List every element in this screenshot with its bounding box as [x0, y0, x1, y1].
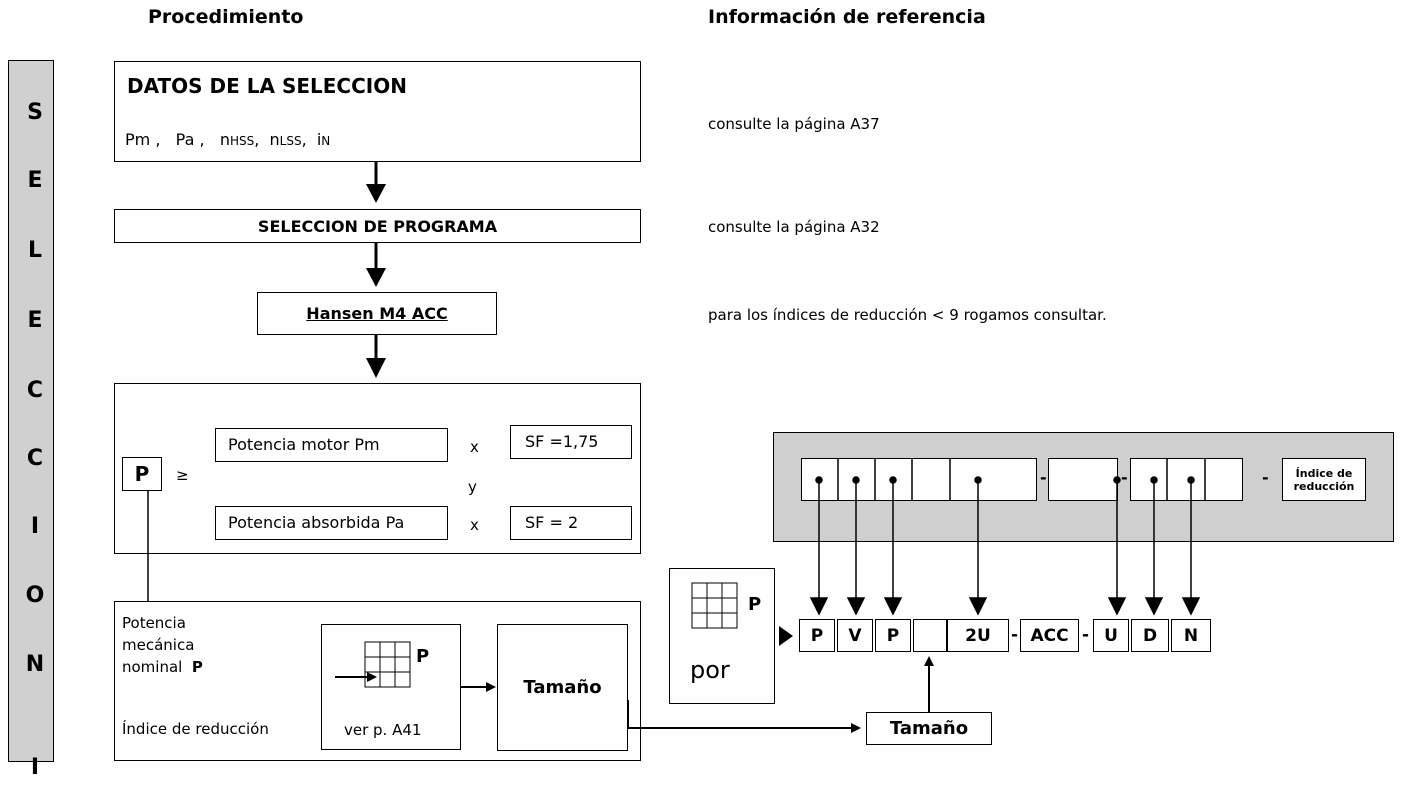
motor-power-box: Potencia motor Pm [215, 428, 448, 462]
side-letter-9: I [30, 755, 40, 780]
ratio-template-label: Índice de reducción [1293, 466, 1355, 493]
code-cell-3: P [875, 619, 911, 652]
sf-absorbed-box: SF = 2 [510, 506, 632, 540]
flow-arrow-1 [366, 162, 386, 203]
procedure-header: Procedimiento [148, 6, 304, 28]
code-acc: ACC [1020, 619, 1079, 652]
code-cell-5: 2U [947, 619, 1009, 652]
datos-title: DATOS DE LA SELECCION [127, 74, 407, 98]
template-to-code-arrows [809, 476, 1201, 616]
code-cell-u: U [1093, 619, 1129, 652]
programa-box: SELECCION DE PROGRAMA [114, 209, 641, 243]
code-cell-1: P [799, 619, 835, 652]
mechanical-label: Potencia mecánica nominal P [122, 614, 203, 676]
table-grid-icon [364, 641, 411, 688]
template-dividers [837, 458, 1206, 501]
code-template-cells-1 [801, 458, 1037, 501]
see-page-label: ver p. A41 [344, 721, 422, 739]
por-grid-icon [691, 582, 738, 629]
side-letter-2: L [27, 238, 43, 263]
side-letter-0: S [27, 100, 43, 125]
flow-arrow-2 [366, 243, 386, 287]
size-label-1: Tamaño [523, 677, 602, 698]
side-letter-6: I [30, 514, 40, 539]
code-cell-n: N [1171, 619, 1211, 652]
table-p-label: P [416, 646, 430, 667]
code-cell-4 [913, 619, 947, 652]
size-box-2: Tamaño [866, 712, 992, 745]
reference-header: Información de referencia [708, 6, 986, 28]
reference-a32: consulte la página A32 [708, 218, 880, 236]
code-cell-2: V [837, 619, 873, 652]
code-template-cells-3 [1130, 458, 1243, 501]
ratio-template-box: Índice de reducción [1282, 458, 1366, 501]
side-letter-3: E [27, 308, 43, 333]
side-letter-5: C [26, 446, 44, 471]
absorbed-power-box: Potencia absorbida Pa [215, 506, 448, 540]
product-box: Hansen M4 ACC [257, 292, 497, 335]
size-to-size-arrow [627, 700, 861, 733]
flow-arrow-3 [366, 335, 386, 378]
por-p-label: P [748, 594, 762, 615]
product-label: Hansen M4 ACC [306, 304, 448, 323]
side-letter-4: C [26, 378, 44, 403]
programa-title: SELECCION DE PROGRAMA [257, 216, 498, 236]
code-template-cell-2 [1048, 458, 1118, 501]
code-dash-2: - [1082, 625, 1090, 645]
side-tab [8, 60, 54, 762]
code-dash-1: - [1011, 625, 1019, 645]
template-dash-1: - [1040, 468, 1047, 487]
p-box: P [122, 457, 162, 491]
reference-a37: consulte la página A37 [708, 115, 880, 133]
side-letter-1: E [27, 168, 43, 193]
reference-ratio-note: para los índices de reducción < 9 rogamo… [708, 306, 1107, 324]
and-label: y [468, 478, 477, 496]
side-letter-8: N [25, 652, 45, 677]
times-2: x [470, 516, 479, 534]
code-cell-d: D [1131, 619, 1169, 652]
size-box-1: Tamaño [497, 624, 628, 751]
sf-motor-box: SF =1,75 [510, 425, 632, 459]
size-label-2: Tamaño [889, 718, 969, 739]
side-letter-7: O [25, 583, 45, 608]
template-dash-3: - [1262, 468, 1269, 487]
ge-sign: ≥ [176, 466, 189, 484]
template-dash-2: - [1121, 468, 1128, 487]
pointer-triangle [779, 626, 793, 646]
datos-box: DATOS DE LA SELECCION Pm , Pa , nHSS, nL… [114, 61, 641, 162]
por-label: por [690, 656, 730, 684]
times-1: x [470, 438, 479, 456]
ratio-label: Índice de reducción [122, 720, 269, 738]
datos-params: Pm , Pa , nHSS, nLSS, iN [125, 130, 331, 149]
